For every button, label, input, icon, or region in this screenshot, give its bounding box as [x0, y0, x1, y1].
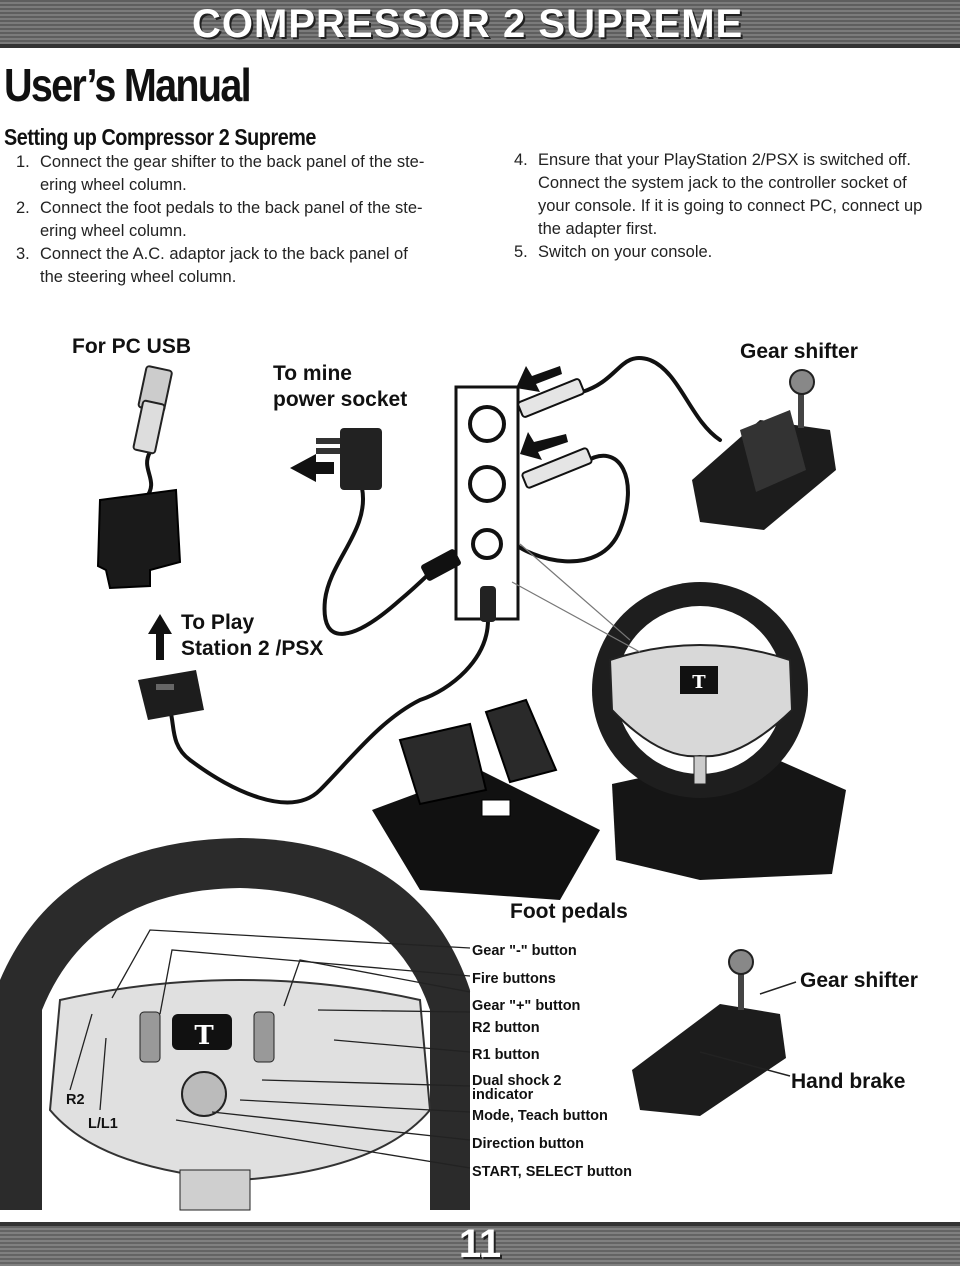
- arrow-left-icon: [290, 454, 334, 482]
- callout-gear-plus: Gear "+" button: [472, 998, 580, 1014]
- label-foot-pedals: Foot pedals: [510, 900, 628, 923]
- step-text-line: ering wheel column.: [40, 176, 187, 194]
- label-power-socket-line2: power socket: [273, 388, 407, 411]
- step-text-line: Ensure that your PlayStation 2/PSX is sw…: [538, 151, 911, 169]
- step-number: 4.: [514, 151, 528, 169]
- callout-mode-teach: Mode, Teach button: [472, 1108, 608, 1124]
- step-1: 1. Connect the gear shifter to the back …: [16, 151, 456, 197]
- step-number: 5.: [514, 243, 528, 261]
- arrow-in-top-icon: [516, 366, 562, 392]
- logo-wordmark-small: T: [692, 672, 706, 693]
- footer-bar: [0, 1222, 960, 1266]
- back-panel: [454, 385, 520, 622]
- callout-dual-shock-line1: Dual shock 2: [472, 1073, 561, 1089]
- step-text-line: Connect the foot pedals to the back pane…: [40, 199, 423, 217]
- callout-start-select: START, SELECT button: [472, 1164, 632, 1180]
- gear-shifter-cable: [580, 356, 722, 442]
- label-hand-brake: Hand brake: [791, 1070, 905, 1093]
- callout-r2-button: R2 button: [472, 1020, 540, 1036]
- manual-title: User’s Manual: [4, 59, 252, 111]
- step-number: 2.: [16, 199, 30, 217]
- step-number: 3.: [16, 245, 30, 263]
- steering-wheel-top: [592, 582, 846, 880]
- step-text-line: Connect the A.C. adaptor jack to the bac…: [40, 245, 408, 263]
- step-text-line: Switch on your console.: [538, 243, 713, 261]
- step-text-line: the steering wheel column.: [40, 268, 237, 286]
- label-l-l1: L/L1: [88, 1116, 118, 1132]
- logo-wordmark: T: [194, 1021, 214, 1051]
- header-bar: [0, 0, 960, 48]
- step-text-line: ering wheel column.: [40, 222, 187, 240]
- label-pc-usb: For PC USB: [72, 335, 191, 358]
- product-title: COMPRESSOR 2 SUPREME: [192, 2, 744, 46]
- callout-direction: Direction button: [472, 1136, 584, 1152]
- callout-gear-minus: Gear "-" button: [472, 943, 577, 959]
- system-jack-cable: [508, 453, 630, 564]
- pointer-lines-top: [511, 543, 641, 653]
- arrow-in-middle-icon: [520, 432, 568, 460]
- callout-dual-shock-line2: indicator: [472, 1087, 534, 1103]
- page-number: 11: [458, 1222, 502, 1266]
- steering-wheel-closeup: [0, 838, 470, 1211]
- step-number: 1.: [16, 153, 30, 171]
- shifter-callout-lines: [699, 981, 797, 1077]
- gear-shifter-top: [692, 369, 836, 530]
- ps2-plug: [138, 670, 204, 720]
- label-gear-shifter-bottom: Gear shifter: [800, 969, 918, 992]
- usb-adapter-cable: [144, 450, 154, 500]
- step-text-line: Connect the system jack to the controlle…: [538, 174, 907, 192]
- step-5: 5. Switch on your console.: [514, 241, 960, 264]
- setup-steps-right: 4. Ensure that your PlayStation 2/PSX is…: [514, 149, 960, 264]
- gear-shifter-bottom: [632, 949, 786, 1116]
- connection-diagram: For PC USB To mine power socket Gear shi…: [0, 335, 918, 1211]
- callout-lines: [69, 929, 471, 1169]
- step-text-line: the adapter first.: [538, 220, 658, 238]
- arrow-up-icon: [148, 614, 172, 660]
- step-text-line: your console. If it is going to connect …: [538, 197, 923, 215]
- connectors: [421, 378, 593, 581]
- setup-steps-left: 1. Connect the gear shifter to the back …: [16, 151, 456, 289]
- step-text-line: Connect the gear shifter to the back pan…: [40, 153, 425, 171]
- label-r2: R2: [66, 1092, 85, 1108]
- callout-r1-button: R1 button: [472, 1047, 540, 1063]
- usb-adapter: [96, 365, 182, 590]
- step-4: 4. Ensure that your PlayStation 2/PSX is…: [514, 149, 960, 241]
- label-playstation-line1: To Play: [181, 611, 254, 634]
- foot-pedals: [372, 698, 600, 900]
- section-title: Setting up Compressor 2 Supreme: [4, 124, 317, 150]
- step-2: 2. Connect the foot pedals to the back p…: [16, 197, 456, 243]
- label-playstation-line2: Station 2 /PSX: [181, 637, 323, 660]
- power-adapter: [316, 428, 382, 490]
- label-gear-shifter-top: Gear shifter: [740, 340, 858, 363]
- label-power-socket-line1: To mine: [273, 362, 352, 385]
- callout-fire-buttons: Fire buttons: [472, 971, 556, 987]
- step-3: 3. Connect the A.C. adaptor jack to the …: [16, 243, 456, 289]
- wheel-to-pedals-cable: [168, 618, 490, 805]
